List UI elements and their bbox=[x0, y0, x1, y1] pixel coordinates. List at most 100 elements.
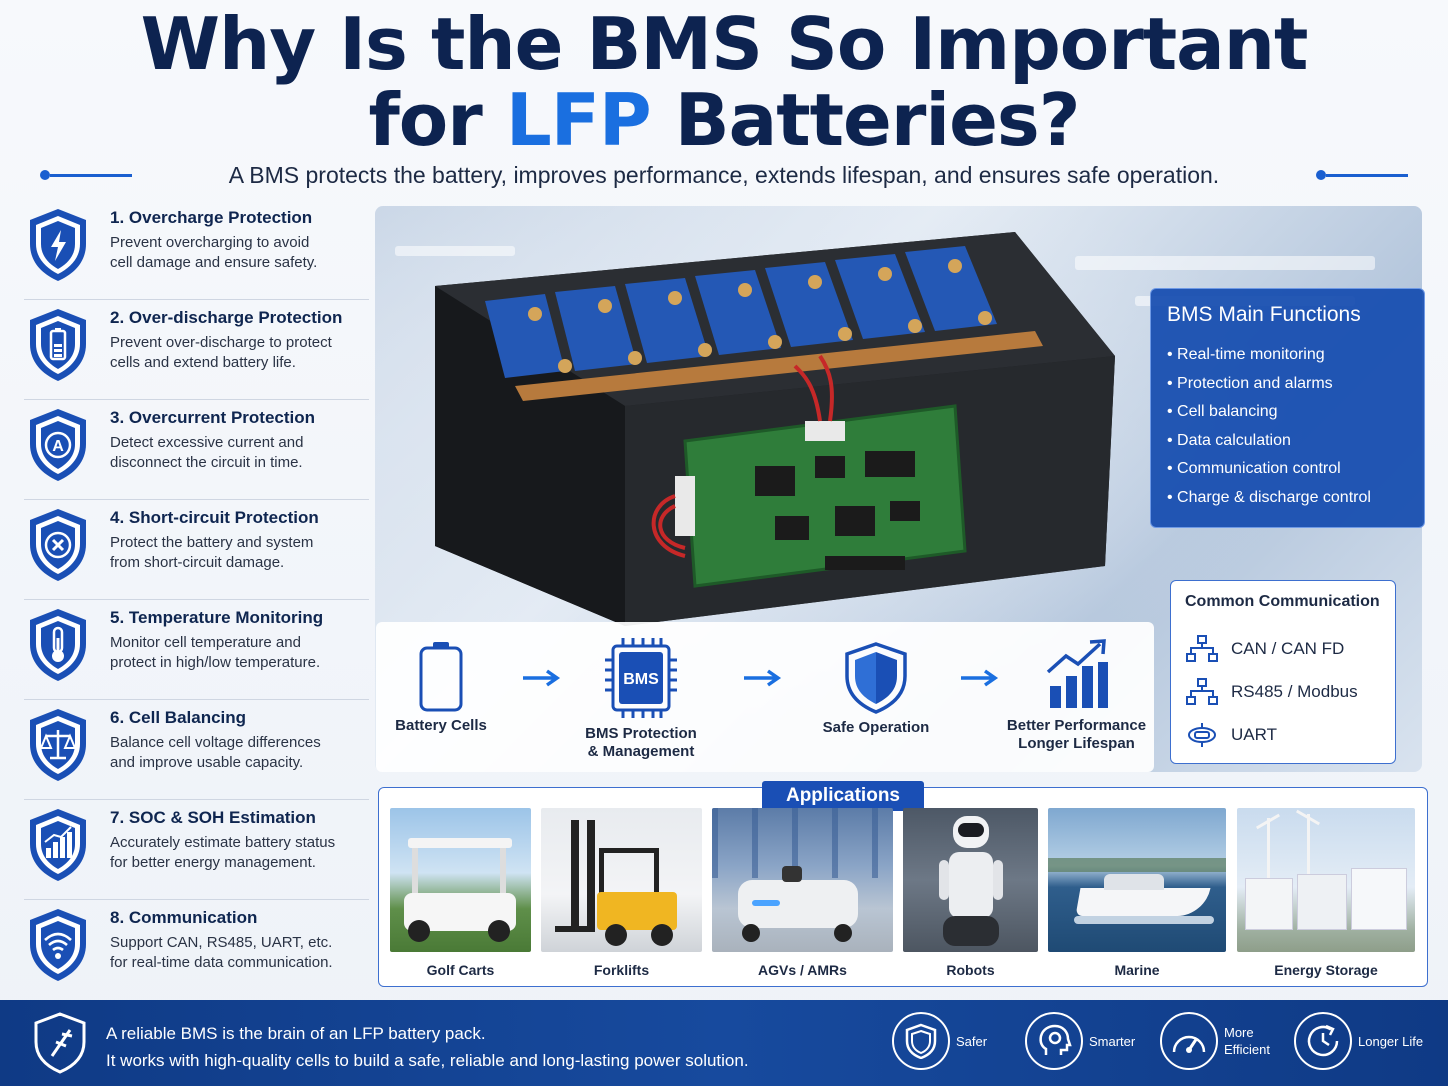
flow-step-bms: BMS BMS Protection & Management bbox=[576, 636, 706, 761]
golf-cart-image bbox=[390, 808, 531, 952]
feature-title: 4. Short-circuit Protection bbox=[110, 508, 319, 527]
subtitle-row: A BMS protects the battery, improves per… bbox=[40, 160, 1408, 190]
speedometer-icon bbox=[1172, 1035, 1206, 1053]
app-golf-carts: Golf Carts bbox=[390, 808, 531, 978]
feature-communication: 8. Communication Support CAN, RS485, UAR… bbox=[24, 900, 369, 1000]
thermometer-shield-icon bbox=[30, 609, 86, 681]
feature-desc-2: disconnect the circuit in time. bbox=[110, 454, 303, 471]
connector-icon bbox=[1188, 722, 1216, 747]
comm-item-uart: UART bbox=[1185, 713, 1381, 756]
feature-cell-balancing: 6. Cell Balancing Balance cell voltage d… bbox=[24, 700, 369, 800]
bms-function-item: Real-time monitoring bbox=[1167, 341, 1408, 370]
communication-panel: Common Communication CAN / CAN FD RS485 … bbox=[1170, 580, 1396, 764]
title-accent-lfp: LFP bbox=[505, 78, 652, 162]
wifi-shield-icon bbox=[30, 909, 86, 981]
subtitle: A BMS protects the battery, improves per… bbox=[228, 161, 1220, 188]
arrow-right-icon bbox=[523, 669, 561, 687]
feature-desc-1: Support CAN, RS485, UART, etc. bbox=[110, 934, 333, 951]
network-icon bbox=[1186, 677, 1218, 705]
head-gear-icon bbox=[1039, 1024, 1072, 1055]
footer-line-2: It works with high-quality cells to buil… bbox=[106, 1051, 749, 1070]
comm-item-label: RS485 / Modbus bbox=[1231, 681, 1358, 701]
badge-label: Safer bbox=[956, 1033, 988, 1049]
feature-soc-soh: 7. SOC & SOH Estimation Accurately estim… bbox=[24, 800, 369, 900]
lightning-shield-icon bbox=[30, 209, 86, 281]
subtitle-left-decoration bbox=[40, 170, 132, 180]
clock-refresh-icon bbox=[1307, 1024, 1339, 1057]
feature-title: 5. Temperature Monitoring bbox=[110, 608, 324, 627]
app-label: Forklifts bbox=[593, 962, 650, 978]
feature-desc-1: Prevent over-discharge to protect bbox=[110, 334, 332, 351]
feature-short-circuit: 4. Short-circuit Protection Protect the … bbox=[24, 500, 369, 600]
scale-shield-icon bbox=[30, 709, 86, 781]
feature-desc-1: Detect excessive current and bbox=[110, 434, 304, 451]
bms-function-item: Charge & discharge control bbox=[1167, 484, 1408, 513]
growth-chart-icon bbox=[1046, 639, 1108, 708]
shield-icon bbox=[845, 642, 907, 714]
app-label: Golf Carts bbox=[426, 962, 495, 978]
title-suffix: Batteries? bbox=[650, 78, 1081, 162]
app-label: Robots bbox=[946, 962, 995, 978]
feature-desc-2: protect in high/low temperature. bbox=[110, 654, 321, 671]
shield-icon bbox=[905, 1023, 937, 1059]
bms-function-item: Cell balancing bbox=[1167, 398, 1408, 427]
subtitle-right-decoration bbox=[1315, 170, 1408, 180]
bar-chart-shield-icon bbox=[30, 809, 86, 881]
feature-desc-2: cells and extend battery life. bbox=[110, 354, 296, 371]
flow-step-safe-operation: Safe Operation bbox=[811, 642, 941, 737]
arrow-right-icon bbox=[961, 669, 999, 687]
feature-desc-2: from short-circuit damage. bbox=[110, 554, 285, 571]
feature-title: 8. Communication bbox=[110, 908, 258, 927]
bms-function-item: Communication control bbox=[1167, 455, 1408, 484]
bms-chip-label: BMS bbox=[623, 671, 659, 688]
battery-shield-icon bbox=[30, 309, 86, 381]
title-line-1: Why Is the BMS So Important bbox=[140, 2, 1309, 86]
app-agvs-amrs: AGVs / AMRs bbox=[712, 808, 893, 978]
flow-step-label-1: BMS Protection bbox=[585, 725, 697, 742]
app-label: AGVs / AMRs bbox=[758, 962, 847, 978]
feature-desc-2: for better energy management. bbox=[110, 854, 316, 871]
ampere-shield-icon: A bbox=[30, 409, 86, 481]
app-forklifts: Forklifts bbox=[541, 808, 702, 978]
comm-item-label: UART bbox=[1231, 724, 1277, 744]
flow-step-label-2: Longer Lifespan bbox=[1018, 735, 1135, 752]
arrow-right-icon bbox=[744, 669, 782, 687]
feature-overcurrent: A 3. Overcurrent Protection Detect exces… bbox=[24, 400, 369, 500]
feature-temperature: 5. Temperature Monitoring Monitor cell t… bbox=[24, 600, 369, 700]
app-label: Energy Storage bbox=[1274, 962, 1378, 978]
app-label: Marine bbox=[1114, 962, 1160, 978]
bms-functions-panel: BMS Main Functions Real-time monitoring … bbox=[1150, 288, 1425, 528]
boat-image bbox=[1048, 808, 1226, 952]
bms-functions-title: BMS Main Functions bbox=[1167, 303, 1361, 326]
feature-desc-2: cell damage and ensure safety. bbox=[110, 254, 318, 271]
feature-title: 6. Cell Balancing bbox=[110, 708, 247, 727]
svg-text:A: A bbox=[52, 438, 64, 455]
shield-brain-icon bbox=[34, 1012, 86, 1074]
feature-desc-1: Monitor cell temperature and bbox=[110, 634, 301, 651]
bms-function-item: Data calculation bbox=[1167, 427, 1408, 456]
feature-title: 1. Overcharge Protection bbox=[110, 208, 313, 227]
battery-pack-illustration bbox=[435, 232, 1115, 626]
badge-longer-life: Longer Life bbox=[1294, 1012, 1423, 1070]
feature-desc-2: for real-time data communication. bbox=[110, 954, 333, 971]
flow-step-battery-cells: Battery Cells bbox=[386, 640, 496, 735]
communication-title: Common Communication bbox=[1185, 593, 1380, 610]
network-icon bbox=[1186, 634, 1218, 662]
energy-storage-image bbox=[1237, 808, 1415, 952]
flow-step-label-2: & Management bbox=[587, 743, 695, 760]
flow-step-performance: Better Performance Longer Lifespan bbox=[1004, 638, 1149, 753]
agv-robot-image bbox=[712, 808, 893, 952]
service-robot-image bbox=[903, 808, 1038, 952]
feature-title: 2. Over-discharge Protection bbox=[110, 308, 343, 327]
feature-desc-1: Prevent overcharging to avoid bbox=[110, 234, 310, 251]
battery-icon bbox=[419, 642, 463, 712]
badge-smarter: Smarter bbox=[1025, 1012, 1135, 1070]
bms-flow-panel: Battery Cells BMS BMS Protection & Manag… bbox=[376, 622, 1154, 772]
feature-overcharge: 1. Overcharge Protection Prevent overcha… bbox=[24, 200, 369, 300]
comm-item-label: CAN / CAN FD bbox=[1231, 638, 1345, 658]
footer-banner: A reliable BMS is the brain of an LFP ba… bbox=[0, 1000, 1448, 1086]
bms-function-item: Protection and alarms bbox=[1167, 370, 1408, 399]
badge-label-1: More bbox=[1224, 1025, 1254, 1040]
title-line-2: for LFP Batteries? bbox=[0, 82, 1448, 158]
